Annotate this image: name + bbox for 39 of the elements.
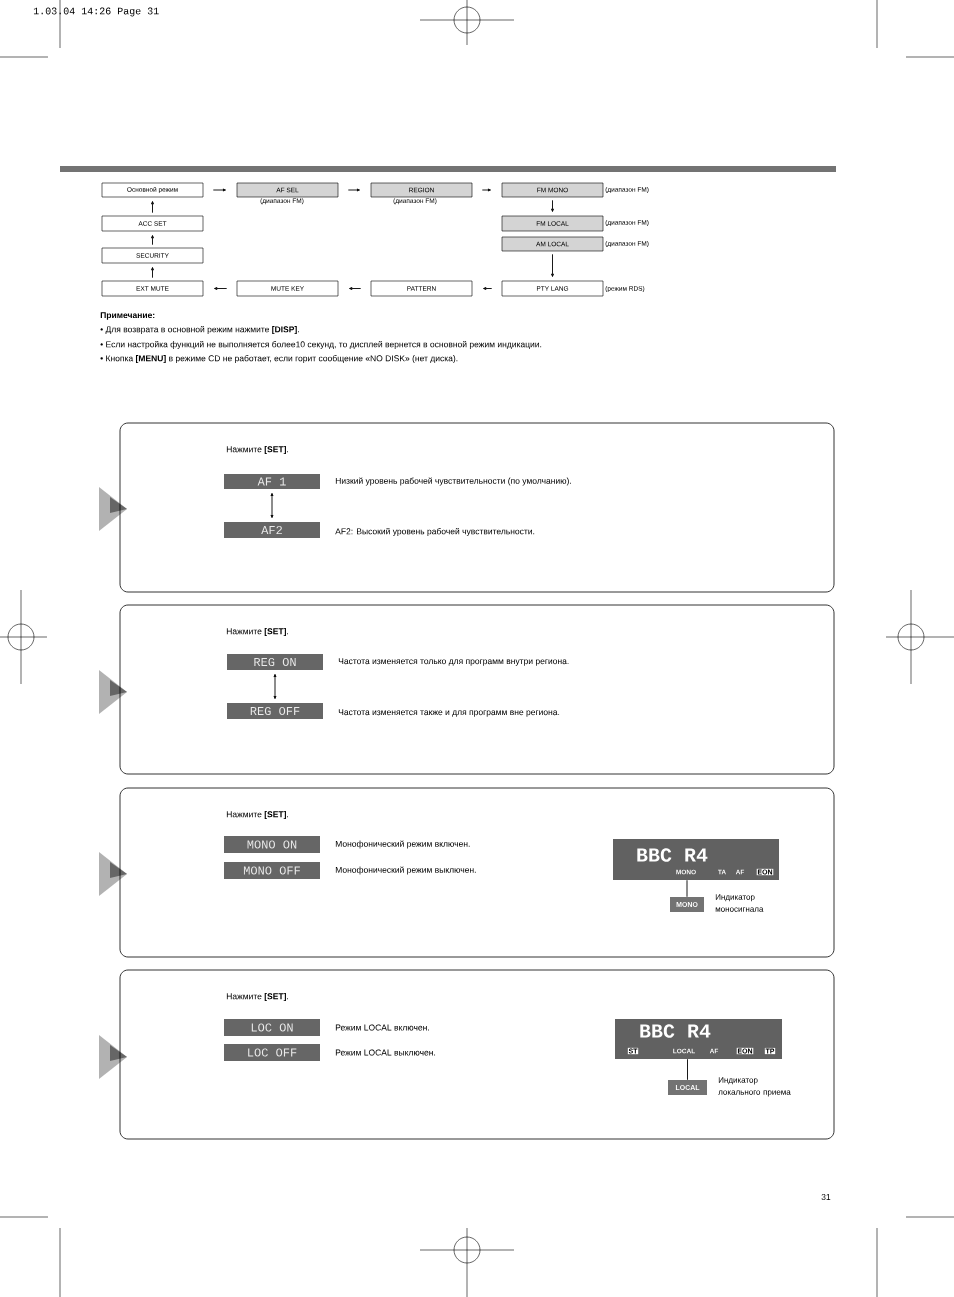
indicator-caption: Индикатор моносигнала — [715, 894, 764, 912]
description-text: Низкий уровень рабочей чувствительности (по умолчанию). — [335, 477, 571, 486]
arrow — [151, 235, 154, 246]
description-text: Частота изменяется только для программ внутри региона. — [338, 658, 569, 666]
description-text: Режим LOCAL включен. — [335, 1024, 429, 1031]
arrow — [151, 201, 154, 214]
page-number: 31 — [821, 1194, 831, 1200]
note-text: • Если настройка функций не выполняется более10 секунд, то дисплей вернется в основной режим индикации. — [100, 340, 542, 350]
description-text: AF2: Высокий уровень рабочей чувствительности. — [335, 527, 535, 537]
arrow — [214, 287, 228, 290]
description-text: Монофонический режим выключен. — [335, 866, 476, 875]
lcd-readout: AF 1 — [224, 474, 320, 489]
indicator-caption: Индикатор локального приема — [718, 1077, 791, 1097]
note-text: • Для возврата в основной режим нажмите [DISP]. — [100, 325, 299, 335]
note-heading: Примечание: — [100, 312, 155, 320]
description-text: Частота изменяется также и для программ вне региона. — [338, 709, 560, 717]
description-text: Монофонический режим включен. — [335, 840, 470, 849]
leader-line — [687, 1058, 688, 1081]
arrow — [551, 199, 554, 212]
lcd-readout: LOC OFF — [224, 1044, 320, 1061]
arrow — [151, 267, 154, 279]
description-text: Режим LOCAL выключен. — [335, 1049, 436, 1056]
double-arrow — [273, 673, 277, 700]
lcd-readout: MONO ON — [224, 836, 320, 853]
arrow — [551, 253, 554, 277]
lcd-readout: AF2 — [224, 522, 320, 538]
lcd-readout: LOC ON — [224, 1019, 320, 1036]
leader-line — [686, 879, 688, 898]
arrow — [481, 188, 491, 192]
double-arrow — [270, 492, 274, 519]
lcd-readout: REG OFF — [227, 703, 323, 719]
lcd-readout: REG ON — [227, 654, 323, 670]
arrow — [347, 188, 360, 192]
note-text: • Кнопка [MENU] в режиме CD не работает, если горит сообщение «NO DISK» (нет диска). — [100, 355, 458, 363]
arrow — [349, 287, 362, 290]
arrow — [212, 188, 226, 192]
print-slug: 1.03.04 14:26 Page 31 — [33, 7, 159, 17]
arrow — [483, 287, 493, 290]
lcd-readout: MONO OFF — [224, 862, 320, 879]
